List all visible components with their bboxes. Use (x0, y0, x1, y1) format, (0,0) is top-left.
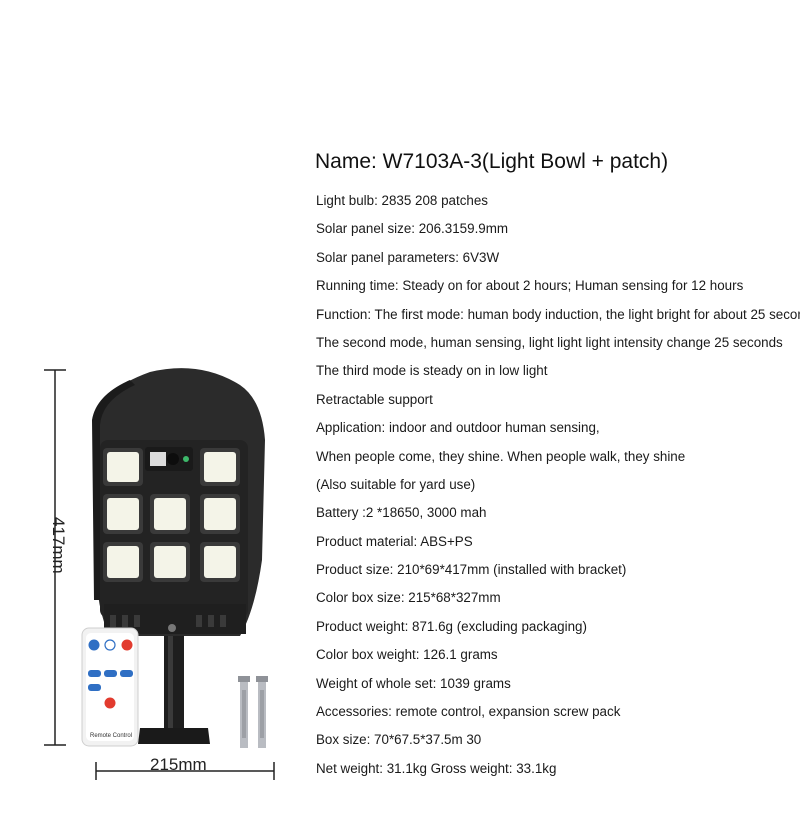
spec-item: Color box weight: 126.1 grams (316, 647, 498, 663)
spec-item: (Also suitable for yard use) (316, 476, 476, 492)
expansion-screws (238, 676, 268, 748)
spec-item: Weight of whole set: 1039 grams (316, 675, 511, 691)
spec-item: Color box size: 215*68*327mm (316, 590, 501, 606)
height-dimension-label: 417mm (49, 517, 68, 574)
spec-list: Light bulb: 2835 208 patches Solar panel… (316, 191, 800, 787)
spec-item: The second mode, human sensing, light li… (316, 334, 783, 350)
width-dimension-label: 215mm (150, 755, 207, 774)
remote-control (81, 627, 139, 747)
spec-item: When people come, they shine. When peopl… (316, 448, 686, 464)
led-modules (103, 448, 240, 582)
spec-item: The third mode is steady on in low light (316, 363, 548, 379)
spec-item: Light bulb: 2835 208 patches (316, 193, 488, 208)
spec-item: Application: indoor and outdoor human se… (316, 420, 600, 436)
remote-label: Remote Control (90, 733, 133, 739)
height-dimension-line (44, 369, 66, 746)
spec-item: Accessories: remote control, expansion s… (316, 704, 621, 720)
spec-item: Solar panel size: 206.3159.9mm (316, 221, 509, 237)
spec-item: Product weight: 871.6g (excluding packag… (316, 618, 587, 634)
spec-item: Product size: 210*69*417mm (installed wi… (316, 562, 627, 578)
product-name-title: Name: W7103A-3(Light Bowl + patch) (315, 150, 669, 173)
spec-item: Function: The first mode: human body ind… (316, 306, 800, 322)
product-illustration (44, 368, 275, 780)
spec-item: Net weight: 31.1kg Gross weight: 33.1kg (316, 760, 557, 776)
spec-item: Box size: 70*67.5*37.5m 30 (316, 732, 482, 748)
spec-item: Retractable support (316, 391, 433, 407)
spec-item: Battery :2 *18650, 3000 mah (316, 505, 487, 521)
spec-item: Solar panel parameters: 6V3W (316, 249, 500, 265)
spec-item: Running time: Steady on for about 2 hour… (316, 278, 744, 294)
spec-item: Product material: ABS+PS (316, 533, 473, 549)
width-dimension-line (95, 762, 275, 780)
